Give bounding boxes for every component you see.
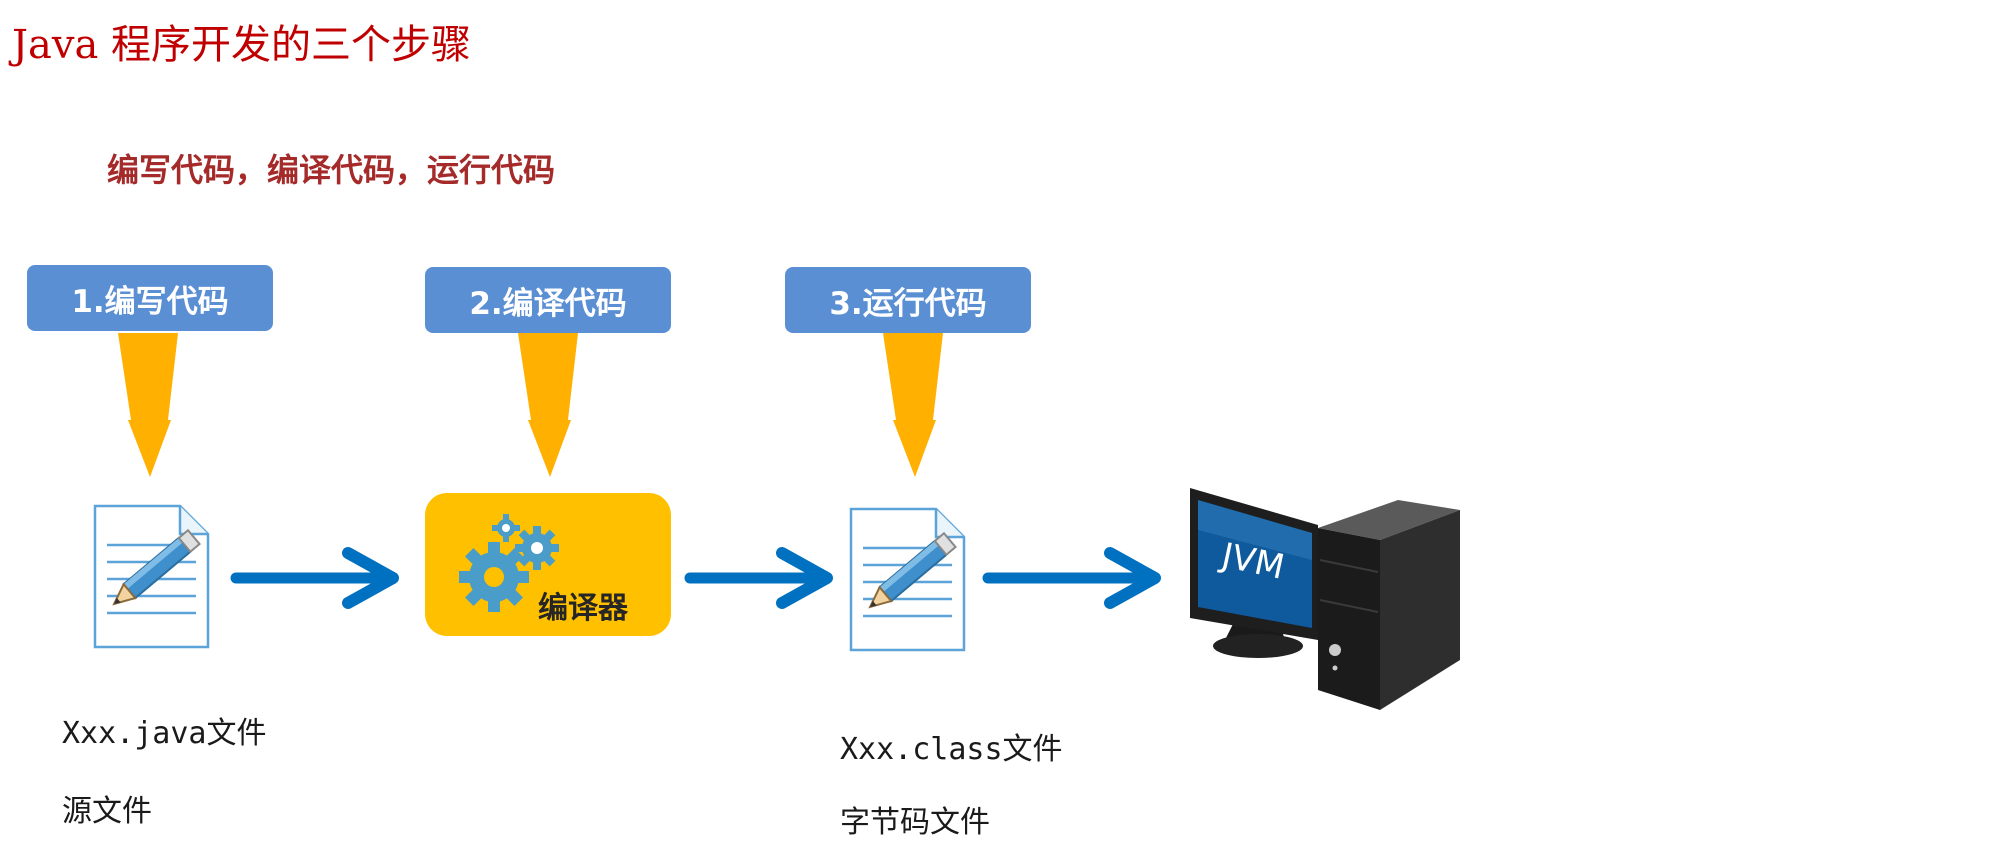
arrow-right-icon: [684, 547, 833, 609]
source-file-name: Xxx.java文件: [62, 716, 267, 751]
arrow-down-icon: [118, 333, 178, 477]
step-box-run: 3.运行代码: [785, 267, 1031, 333]
arrow-down-icon: [518, 333, 578, 477]
step-box-write: 1.编写代码: [27, 265, 273, 331]
computer-icon: JVM: [1190, 488, 1460, 710]
arrow-down-icon: [883, 333, 943, 477]
page-title: Java 程序开发的三个步骤: [12, 22, 472, 68]
page-subtitle: 编写代码，编译代码，运行代码: [107, 151, 556, 189]
document-pencil-icon: [849, 507, 966, 652]
arrow-right-icon: [982, 547, 1161, 609]
source-file-caption: 源文件: [62, 794, 152, 829]
document-pencil-icon: [93, 504, 210, 649]
class-file-name: Xxx.class文件: [840, 732, 1063, 767]
arrow-right-icon: [230, 547, 399, 609]
class-file-caption: 字节码文件: [840, 805, 990, 840]
step-box-compile: 2.编译代码: [425, 267, 671, 333]
compiler-label: 编译器: [538, 591, 628, 626]
gear-icon: [459, 514, 559, 612]
